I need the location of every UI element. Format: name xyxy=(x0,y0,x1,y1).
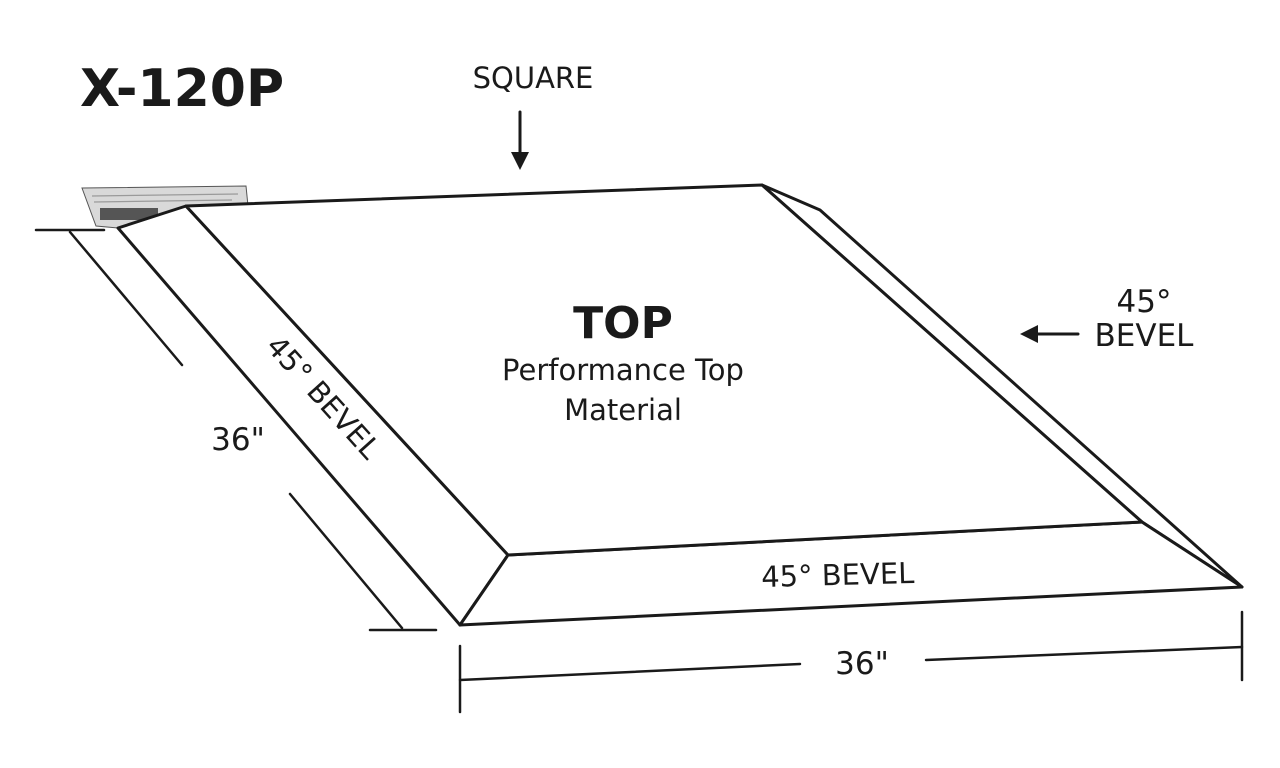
right-bevel-label-line1: 45° xyxy=(1117,284,1172,320)
depth-dimension-lines xyxy=(34,228,438,632)
right-bevel-arrow xyxy=(1020,325,1080,343)
top-subtitle-line2: Material xyxy=(564,393,682,427)
depth-dimension-label: 36" xyxy=(211,422,265,458)
model-code: X-120P xyxy=(80,59,284,119)
top-face xyxy=(184,183,1144,557)
top-label: TOP xyxy=(573,298,673,349)
width-dimension-label: 36" xyxy=(835,646,889,682)
square-arrow xyxy=(511,110,529,170)
right-bevel-label-line2: BEVEL xyxy=(1095,318,1195,354)
corner-label-sticker xyxy=(81,185,249,229)
width-dimension-lines xyxy=(458,610,1244,714)
top-subtitle-line1: Performance Top xyxy=(502,353,744,387)
front-bevel-label: 45° BEVEL xyxy=(761,556,915,594)
square-label: SQUARE xyxy=(473,61,594,95)
